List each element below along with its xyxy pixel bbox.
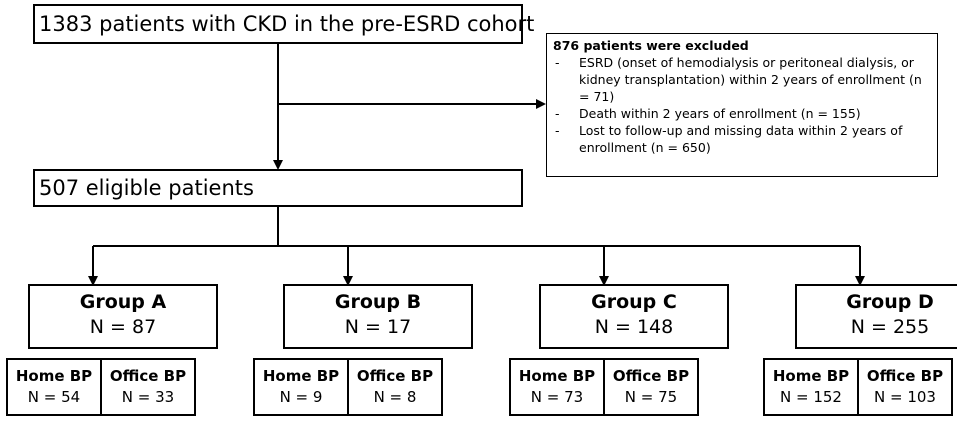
exclusion-item-text: Death within 2 years of enrollment (n = …: [579, 106, 861, 121]
home-bp-label: Home BP: [518, 367, 596, 385]
group-count: N = 87: [89, 316, 157, 338]
group-count: N = 255: [850, 316, 930, 338]
group-name: Group B: [334, 291, 422, 313]
group-name: Group D: [846, 291, 934, 313]
group-c-bp-box: Home BP N = 73 Office BP N = 75: [509, 358, 699, 416]
group-b-bp-box: Home BP N = 9 Office BP N = 8: [253, 358, 443, 416]
list-dash: -: [555, 55, 560, 70]
exclusion-item-text: Lost to follow-up and missing data withi…: [579, 123, 903, 155]
home-bp-count: N = 152: [780, 388, 842, 406]
group-count: N = 148: [594, 316, 674, 338]
home-bp-cell: Home BP N = 54: [8, 360, 100, 414]
home-bp-cell: Home BP N = 73: [511, 360, 603, 414]
office-bp-label: Office BP: [612, 367, 690, 385]
office-bp-count: N = 33: [121, 388, 175, 406]
office-bp-label: Office BP: [356, 367, 434, 385]
eligible-box: 507 eligible patients: [33, 169, 523, 207]
office-bp-count: N = 8: [373, 388, 417, 406]
office-bp-label: Office BP: [109, 367, 187, 385]
home-bp-cell: Home BP N = 152: [765, 360, 857, 414]
group-c-box: Group C N = 148: [539, 284, 729, 349]
home-bp-count: N = 54: [27, 388, 81, 406]
office-bp-cell: Office BP N = 103: [857, 360, 951, 414]
exclusion-box: 876 patients were excluded - ESRD (onset …: [546, 33, 938, 177]
group-d-box: Group D N = 255: [795, 284, 957, 349]
group-a-box: Group A N = 87: [28, 284, 218, 349]
exclusion-item: - ESRD (onset of hemodialysis or peritone…: [553, 54, 931, 105]
exclusion-list: - ESRD (onset of hemodialysis or peritone…: [553, 54, 931, 156]
home-bp-count: N = 9: [279, 388, 323, 406]
group-d-bp-box: Home BP N = 152 Office BP N = 103: [763, 358, 953, 416]
office-bp-cell: Office BP N = 8: [347, 360, 441, 414]
group-a-bp-box: Home BP N = 54 Office BP N = 33: [6, 358, 196, 416]
group-name: Group A: [79, 291, 167, 313]
home-bp-cell: Home BP N = 9: [255, 360, 347, 414]
group-count: N = 17: [344, 316, 412, 338]
office-bp-count: N = 75: [624, 388, 678, 406]
office-bp-count: N = 103: [874, 388, 936, 406]
home-bp-label: Home BP: [262, 367, 340, 385]
exclusion-item: - Lost to follow-up and missing data with…: [553, 122, 931, 156]
list-dash: -: [555, 123, 560, 138]
cohort-box: 1383 patients with CKD in the pre-ESRD c…: [33, 4, 534, 44]
home-bp-label: Home BP: [772, 367, 850, 385]
list-dash: -: [555, 106, 560, 121]
exclusion-item: - Death within 2 years of enrollment (n =…: [553, 105, 931, 122]
office-bp-cell: Office BP N = 75: [603, 360, 697, 414]
exclusion-item-text: ESRD (onset of hemodialysis or peritonea…: [579, 55, 922, 104]
group-b-box: Group B N = 17: [283, 284, 473, 349]
office-bp-label: Office BP: [866, 367, 944, 385]
group-name: Group C: [591, 291, 677, 313]
home-bp-count: N = 73: [530, 388, 584, 406]
home-bp-label: Home BP: [15, 367, 93, 385]
exclusion-title: 876 patients were excluded: [553, 38, 749, 53]
office-bp-cell: Office BP N = 33: [100, 360, 194, 414]
